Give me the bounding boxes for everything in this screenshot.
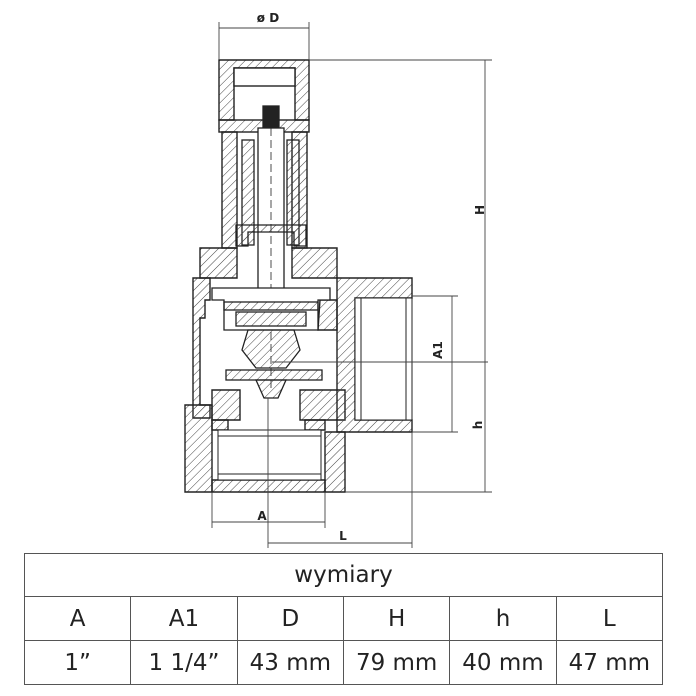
header-d: D (236, 596, 344, 641)
header-l: L (555, 596, 664, 641)
value-l: 47 mm (555, 640, 664, 685)
label-length: L (339, 529, 347, 543)
value-a: 1” (23, 640, 132, 685)
valve-body (184, 59, 413, 493)
dimensions-table: wymiary A A1 D H h L 1” 1 1/4” 43 mm 79 … (23, 553, 664, 685)
valve-cross-section-drawing: ø D H h A1 A L (184, 11, 492, 548)
valve-internals (211, 105, 331, 399)
dimension-lines (211, 22, 492, 548)
value-h-total: 79 mm (342, 640, 451, 685)
label-height-total: H (473, 205, 487, 215)
header-a1: A1 (130, 596, 238, 641)
threads (217, 297, 413, 481)
value-a1: 1 1/4” (130, 640, 238, 685)
label-diameter: ø D (257, 11, 279, 25)
table-title: wymiary (24, 553, 663, 597)
value-d: 43 mm (236, 640, 344, 685)
header-h-lower: h (449, 596, 557, 641)
value-h-lower: 40 mm (449, 640, 557, 685)
label-outlet-thread: A1 (431, 341, 445, 359)
header-a: A (23, 596, 132, 641)
label-inlet-thread: A (257, 509, 267, 523)
label-height-lower: h (471, 421, 485, 430)
header-h-total: H (342, 596, 451, 641)
